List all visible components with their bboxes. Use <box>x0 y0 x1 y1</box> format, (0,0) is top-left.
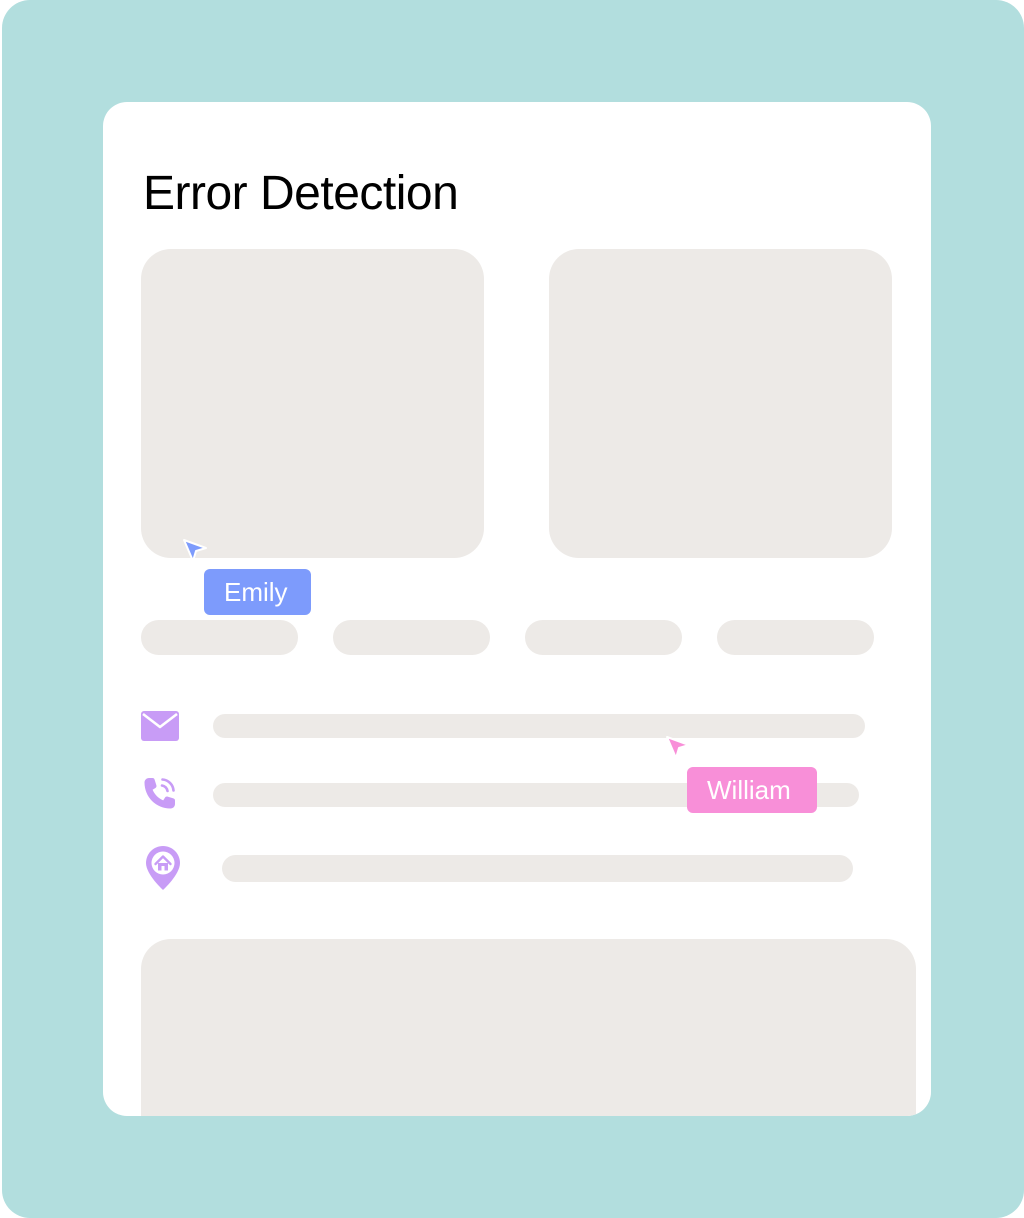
phone-icon <box>144 778 175 809</box>
collaborator-tag-emily: Emily <box>204 569 311 615</box>
form-card: Error Detection Emily <box>103 102 931 1116</box>
option-pill-2[interactable] <box>333 620 490 655</box>
content-placeholder-bottom[interactable] <box>141 939 916 1116</box>
william-cursor-icon <box>666 736 690 759</box>
option-pill-4[interactable] <box>717 620 874 655</box>
email-field[interactable] <box>213 714 865 738</box>
address-field[interactable] <box>222 855 853 882</box>
collaborator-tag-william: William <box>687 767 817 813</box>
option-pill-3[interactable] <box>525 620 682 655</box>
page-title: Error Detection <box>143 167 459 220</box>
location-home-icon <box>146 846 180 890</box>
mail-icon <box>141 711 179 741</box>
image-placeholder-right[interactable] <box>549 249 892 558</box>
emily-cursor-icon <box>183 539 207 562</box>
image-placeholder-left[interactable] <box>141 249 484 558</box>
option-pill-1[interactable] <box>141 620 298 655</box>
